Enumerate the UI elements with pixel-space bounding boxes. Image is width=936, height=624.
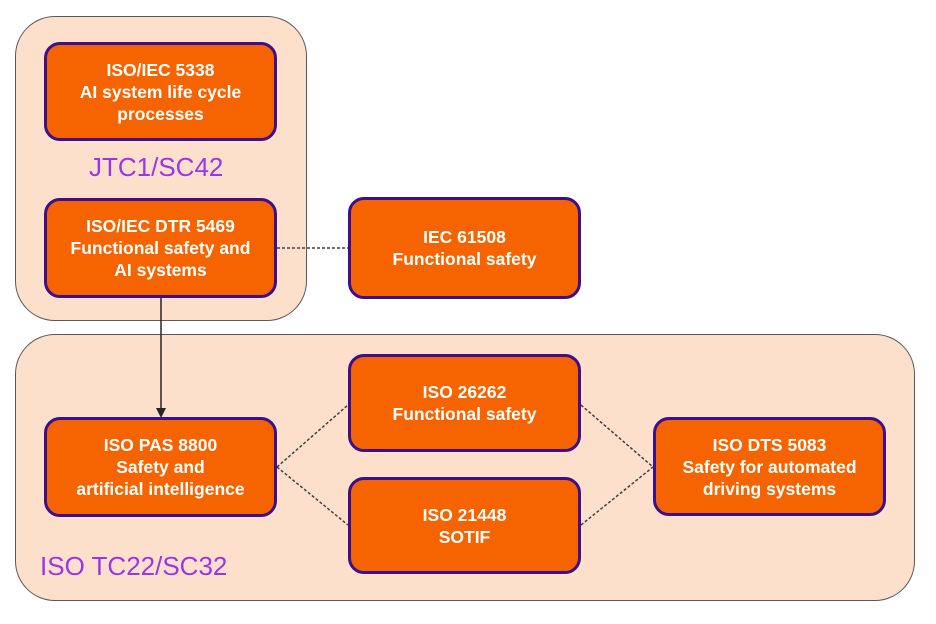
node-label: ISO/IEC DTR 5469 Functional safety and A… xyxy=(70,216,251,280)
node-iso-iec-dtr-5469[interactable]: ISO/IEC DTR 5469 Functional safety and A… xyxy=(44,198,277,298)
node-iso-26262[interactable]: ISO 26262 Functional safety xyxy=(348,354,581,452)
group-label-iso-tc22-sc32: ISO TC22/SC32 xyxy=(40,551,228,581)
node-iso-21448[interactable]: ISO 21448 SOTIF xyxy=(348,477,581,574)
node-label: ISO 26262 Functional safety xyxy=(392,382,537,424)
node-label: IEC 61508 Functional safety xyxy=(392,227,537,269)
node-label: ISO/IEC 5338 AI system life cycle proces… xyxy=(79,59,242,124)
node-iec-61508[interactable]: IEC 61508 Functional safety xyxy=(348,197,581,299)
node-iso-pas-8800[interactable]: ISO PAS 8800 Safety and artificial intel… xyxy=(44,417,277,517)
node-iso-dts-5083[interactable]: ISO DTS 5083 Safety for automated drivin… xyxy=(653,417,886,516)
node-iso-iec-5338[interactable]: ISO/IEC 5338 AI system life cycle proces… xyxy=(44,42,277,141)
node-label: ISO DTS 5083 Safety for automated drivin… xyxy=(682,434,857,499)
group-label-jtc1-sc42: JTC1/SC42 xyxy=(89,152,224,182)
node-label: ISO PAS 8800 Safety and artificial intel… xyxy=(76,435,245,499)
node-label: ISO 21448 SOTIF xyxy=(422,504,507,547)
